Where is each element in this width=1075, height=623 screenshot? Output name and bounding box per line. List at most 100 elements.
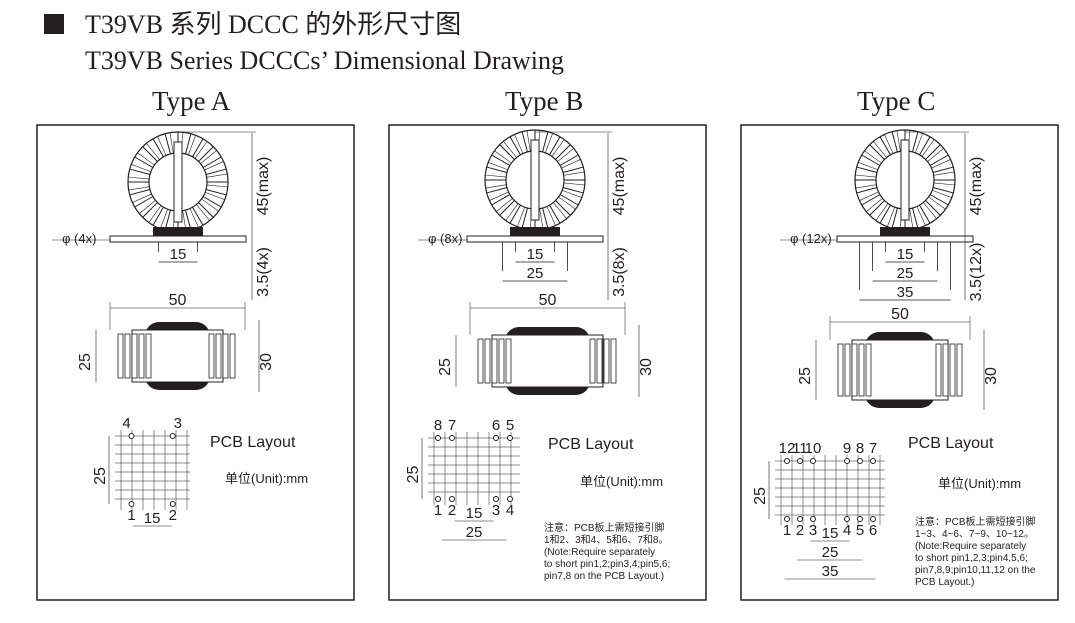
note-line: 1~3、4~6、7~9、10~12。 bbox=[915, 529, 1034, 540]
note-line: to short pin1,2;pin3,4;pin5,6; bbox=[544, 559, 670, 570]
side-height-dim: 25 bbox=[437, 358, 454, 376]
pin-hole-icon bbox=[507, 435, 513, 441]
side-height-dim: 25 bbox=[77, 353, 94, 371]
side-width-dim: 30 bbox=[258, 353, 275, 371]
pin-length-dim: 3.5(8x) bbox=[611, 247, 628, 297]
title-chinese: T39VB 系列 DCCC 的外形尺寸图 bbox=[85, 10, 462, 39]
side-width-dim: 30 bbox=[983, 367, 1000, 385]
pin-number-label: 3 bbox=[809, 522, 817, 539]
pin-number-label: 4 bbox=[506, 502, 514, 519]
side-height-dim: 25 bbox=[797, 367, 814, 385]
pin-spacing-dim: 15 bbox=[170, 246, 187, 263]
hole-diameter-label: φ (4x) bbox=[62, 231, 96, 246]
note-line: 注意：PCB板上需短接引脚 bbox=[915, 515, 1036, 528]
pin-hole-icon bbox=[449, 496, 455, 502]
pin-number-label: 6 bbox=[492, 417, 500, 434]
type-a-heading: Type A bbox=[152, 86, 231, 116]
pin-hole-icon bbox=[810, 458, 816, 464]
grid-spacing-dim: 15 bbox=[466, 505, 483, 522]
grid-spacing-dim: 25 bbox=[466, 524, 483, 541]
pin-hole-icon bbox=[857, 458, 863, 464]
pin-number-label: 12 bbox=[779, 440, 796, 457]
pin-hole-icon bbox=[449, 435, 455, 441]
toroid-top-view bbox=[836, 129, 974, 243]
pin-hole-icon bbox=[797, 516, 803, 522]
width-dim: 50 bbox=[891, 306, 909, 323]
note-line: (Note:Require separately bbox=[915, 541, 1026, 552]
pin-spacing-dim: 25 bbox=[527, 265, 544, 282]
pin-number-label: 1 bbox=[434, 502, 442, 519]
pin-number-label: 8 bbox=[434, 417, 442, 434]
toroid-top-view bbox=[109, 131, 247, 243]
pin-hole-icon bbox=[507, 496, 513, 502]
side-width-dim: 30 bbox=[638, 358, 655, 376]
pin-length-dim: 3.5(12x) bbox=[968, 243, 985, 302]
bullet-square-icon bbox=[44, 14, 64, 34]
pin-hole-icon bbox=[169, 433, 176, 439]
pcb-layout-grid: 8 1 7 2 6 3 5 4 25 15 25 bbox=[405, 417, 520, 541]
pin-number-label: 2 bbox=[796, 522, 804, 539]
pin-number-label: 3 bbox=[492, 502, 500, 519]
pin-hole-icon bbox=[870, 516, 876, 522]
pin-number-label: 10 bbox=[805, 440, 822, 457]
pcb-layout-title: PCB Layout bbox=[210, 434, 296, 451]
pin-hole-icon bbox=[128, 501, 135, 507]
pin-number-label: 2 bbox=[169, 507, 177, 524]
pin-hole-icon bbox=[870, 458, 876, 464]
pin-hole-icon bbox=[435, 496, 441, 502]
height-dim: 45(max) bbox=[255, 157, 272, 216]
note-line: PCB Layout.) bbox=[915, 577, 974, 588]
pin-hole-icon bbox=[784, 458, 790, 464]
grid-height-dim: 25 bbox=[92, 467, 109, 485]
pin-number-label: 3 bbox=[174, 415, 182, 432]
pin-spacing-dim: 35 bbox=[897, 284, 914, 301]
pin-number-label: 1 bbox=[127, 507, 135, 524]
title-english: T39VB Series DCCCs’ Dimensional Drawing bbox=[85, 46, 565, 75]
note-line: pin7,8,9;pin10,11,12 on the bbox=[915, 565, 1036, 576]
pin-hole-icon bbox=[797, 458, 803, 464]
pin-hole-icon bbox=[493, 496, 499, 502]
width-dim: 50 bbox=[539, 292, 557, 309]
pin-number-label: 9 bbox=[843, 440, 851, 457]
pin-hole-icon bbox=[844, 458, 850, 464]
pin-hole-icon bbox=[493, 435, 499, 441]
note-line: pin7,8 on the PCB Layout.) bbox=[544, 571, 664, 582]
type-b-heading: Type B bbox=[505, 86, 584, 116]
pin-number-label: 4 bbox=[843, 522, 851, 539]
pin-number-label: 11 bbox=[792, 440, 808, 457]
pcb-layout-title: PCB Layout bbox=[908, 435, 994, 452]
toroid-side-view: 50 25 30 bbox=[77, 292, 275, 392]
pin-spacing-dim: 25 bbox=[897, 265, 914, 282]
pin-number-label: 2 bbox=[448, 502, 456, 519]
pin-number-label: 6 bbox=[869, 522, 877, 539]
hole-diameter-label: φ (12x) bbox=[790, 231, 832, 246]
panel-frame bbox=[36, 124, 355, 601]
height-dim: 45(max) bbox=[968, 157, 985, 216]
pin-number-label: 1 bbox=[783, 522, 791, 539]
grid-height-dim: 25 bbox=[405, 466, 422, 484]
pin-number-label: 5 bbox=[506, 417, 514, 434]
pin-spacing-dim: 15 bbox=[897, 246, 914, 263]
grid-spacing-dim: 35 bbox=[822, 563, 839, 580]
width-dim: 50 bbox=[169, 292, 187, 309]
pcb-layout-title: PCB Layout bbox=[548, 436, 634, 453]
unit-label: 单位(Unit):mm bbox=[938, 476, 1021, 491]
panel-frame bbox=[388, 124, 707, 601]
note-line: to short pin1,2,3;pin4,5,6; bbox=[915, 553, 1028, 564]
pin-number-label: 4 bbox=[122, 415, 130, 432]
note-line: (Note:Require separately bbox=[544, 547, 655, 558]
pin-hole-icon bbox=[844, 516, 850, 522]
grid-height-dim: 25 bbox=[752, 487, 769, 505]
note-line: 注意：PCB板上需短接引脚 bbox=[544, 521, 665, 534]
note-line: 1和2、3和4、5和6、7和8。 bbox=[544, 534, 669, 546]
pin-hole-icon bbox=[857, 516, 863, 522]
pin-hole-icon bbox=[128, 433, 135, 439]
pin-number-label: 7 bbox=[869, 440, 877, 457]
toroid-top-view bbox=[466, 129, 604, 243]
pin-number-label: 7 bbox=[448, 417, 456, 434]
